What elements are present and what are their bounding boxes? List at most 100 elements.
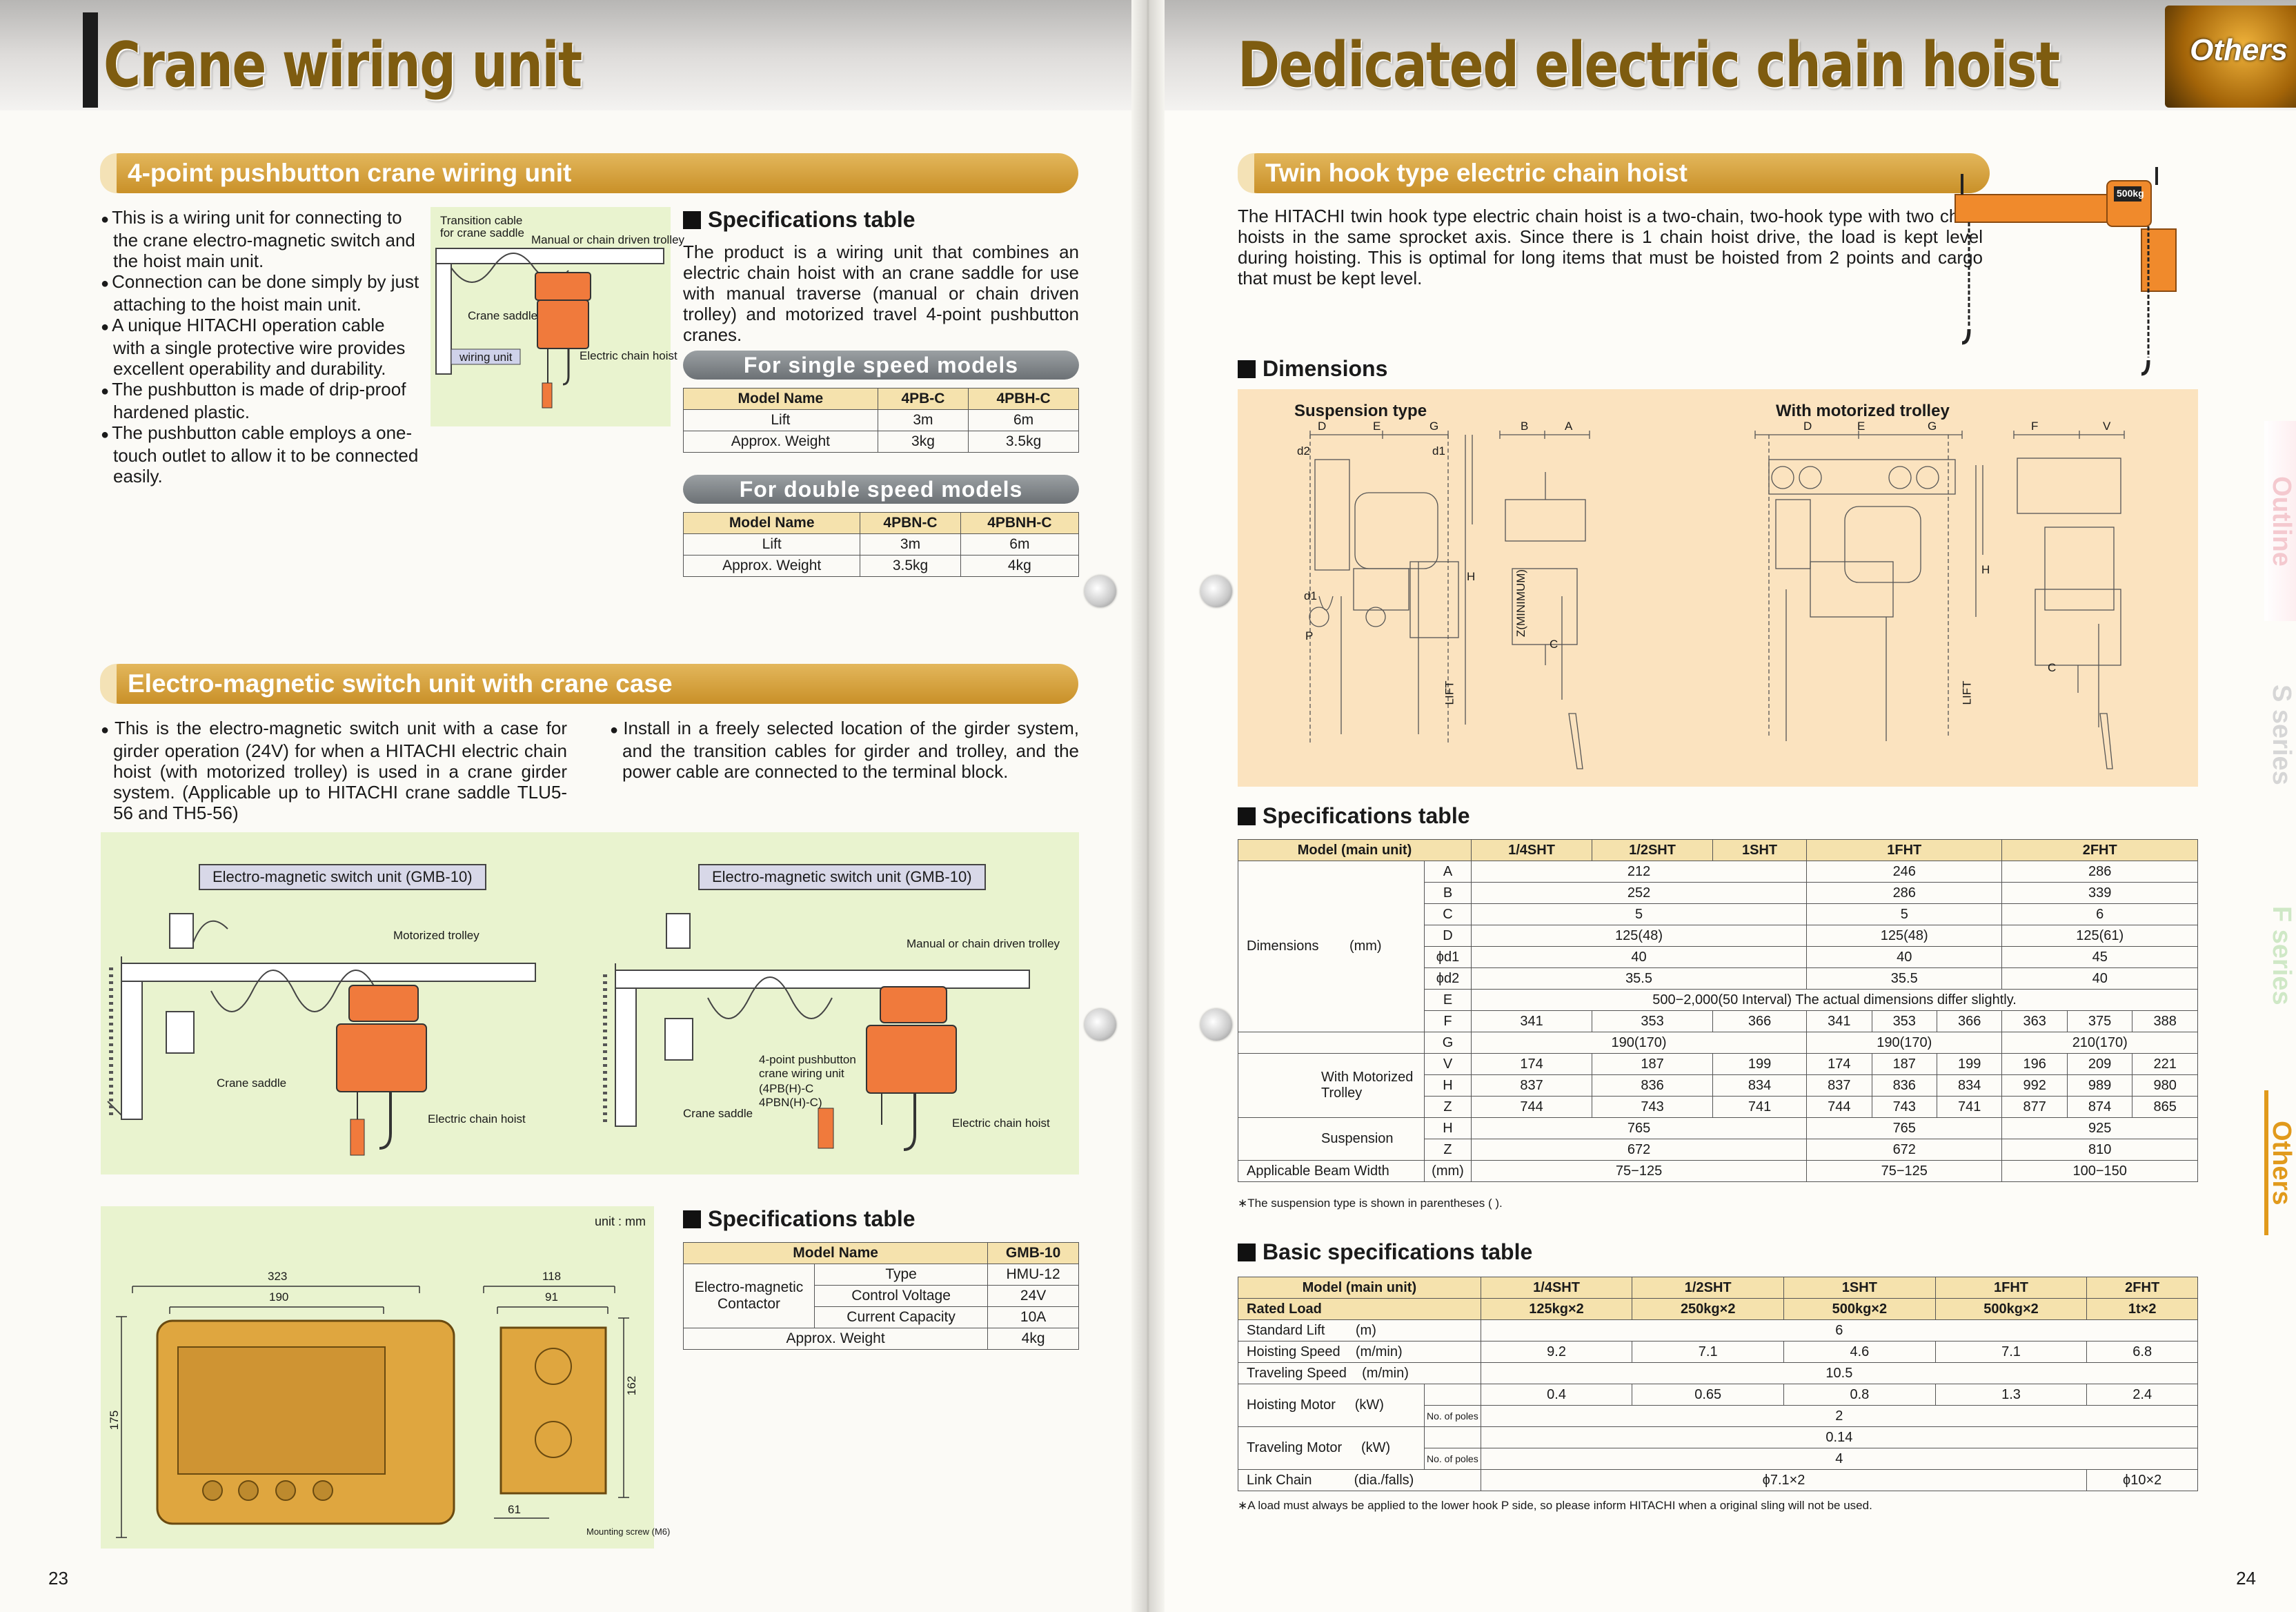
table-header-row: Model Name 4PBN-C 4PBNH-C <box>682 512 1080 534</box>
lift-label: Standard Lift <box>1247 1322 1325 1338</box>
table-cell: 743 <box>1592 1096 1714 1118</box>
dim-label-d2: d2 <box>1297 444 1310 458</box>
page-23: Crane wiring unit 4-point pushbutton cra… <box>0 0 1148 1612</box>
header-bar <box>83 12 98 108</box>
basic-spec-note: ∗A load must always be applied to the lo… <box>1238 1499 1872 1512</box>
table-cell: 3.5kg <box>968 431 1079 453</box>
link-chain-unit: (dia./falls) <box>1354 1472 1414 1488</box>
square-bullet-icon <box>1238 807 1256 825</box>
table-cell: 187 <box>1871 1053 1937 1075</box>
table-header: 1FHT <box>1934 1277 2088 1299</box>
table-cell: 744 <box>1470 1096 1593 1118</box>
table-cell: 836 <box>1592 1074 1714 1097</box>
table-row: Traveling Speed (m/min) 10.5 <box>1238 1362 2199 1384</box>
table-cell: F <box>1424 1010 1472 1032</box>
table-cell: H <box>1424 1117 1472 1139</box>
table-header: 500kg×2 <box>1934 1298 2088 1320</box>
kw-unit: (kW) <box>1361 1440 1391 1455</box>
bullet: This is the electro-magnetic switch unit… <box>101 718 567 823</box>
label-wiring-unit: wiring unit <box>459 351 513 364</box>
table-cell: 210(170) <box>2001 1032 2198 1054</box>
table-cell: 353 <box>1592 1010 1714 1032</box>
switch-unit-box-b: Electro-magnetic switch unit (GMB-10) <box>698 864 986 890</box>
trolley-row-label: With Motorized Trolley <box>1238 1053 1425 1118</box>
table-cell: 6.8 <box>2086 1341 2198 1363</box>
table-header: 2FHT <box>2086 1277 2198 1299</box>
bullet: A unique HITACHI operation cable with a … <box>101 315 421 379</box>
dim-162: 162 <box>625 1375 639 1396</box>
label-motorized-trolley: Motorized trolley <box>393 929 479 942</box>
binder-hole <box>1085 1009 1116 1041</box>
table-cell: C <box>1424 903 1472 925</box>
dim-label-G: G <box>1429 420 1439 433</box>
dim-label-V: V <box>2103 420 2111 433</box>
spec-heading-text: Specifications table <box>708 1206 916 1231</box>
table-cell: Approx. Weight <box>682 1328 989 1350</box>
table-cell: 40 <box>1806 946 2003 968</box>
table-cell: 7.1 <box>1632 1341 1785 1363</box>
table-header: Model Name <box>682 1242 989 1264</box>
table-row: Hoisting Speed (m/min) 9.2 7.1 4.6 7.1 6… <box>1238 1341 2198 1363</box>
table-row: Dimensions (mm) A 212 246 286 <box>1238 861 2198 1032</box>
table-cell: Standard Lift (m) <box>1238 1319 1481 1341</box>
hoist-speed-label: Hoisting Speed <box>1247 1344 1340 1359</box>
table-cell: 4kg <box>987 1328 1079 1350</box>
table-header: 1SHT <box>1712 839 1808 861</box>
table-cell: 286 <box>1806 882 2003 904</box>
table-cell: 339 <box>2001 882 2198 904</box>
hoist-speed-unit: (m/min) <box>1355 1344 1403 1359</box>
page-24: Dedicated electric chain hoist Others Tw… <box>1148 0 2296 1612</box>
diagram-motorized <box>107 913 536 1156</box>
switch-unit-bullet-right: Install in a freely selected location of… <box>610 718 1079 782</box>
table-cell <box>1424 1426 1481 1448</box>
table-cell: 4kg <box>960 555 1080 577</box>
dimensions-label: Dimensions <box>1247 938 1319 954</box>
table-cell: 366 <box>1712 1010 1808 1032</box>
dim-label-B: B <box>1521 420 1529 433</box>
table-cell: 190(170) <box>1470 1032 1808 1054</box>
table-header: Model (main unit) <box>1238 1277 1481 1299</box>
table-cell: 810 <box>2001 1139 2198 1161</box>
label-wiring-unit-3: (4PB(H)-C <box>759 1082 814 1095</box>
table-cell: 199 <box>1936 1053 2003 1075</box>
table-header: 1SHT <box>1783 1277 1936 1299</box>
table-row: E 500−2,000(50 Interval) The actual dime… <box>1238 989 2198 1011</box>
lift-unit: (m) <box>1355 1322 1376 1338</box>
dim-label-P: P <box>1305 629 1314 642</box>
table-row: Standard Lift (m) 6 <box>1238 1319 2199 1341</box>
table-cell: 6 <box>1480 1319 2199 1341</box>
table-cell: 6m <box>968 409 1079 431</box>
table-cell: 196 <box>2001 1053 2068 1075</box>
bullet: The pushbutton cable employs a one-touch… <box>101 422 421 486</box>
binder-hole <box>1085 576 1116 607</box>
dim-label-D-trolley: D <box>1803 420 1812 433</box>
table-cell: 199 <box>1712 1053 1808 1075</box>
table-cell: D <box>1424 925 1472 947</box>
table-cell: Approx. Weight <box>683 431 878 453</box>
table-cell: 9.2 <box>1480 1341 1633 1363</box>
dim-61: 61 <box>508 1503 521 1516</box>
table-cell <box>1238 1032 1425 1054</box>
table-header: 1/4SHT <box>1470 839 1593 861</box>
table-cell: Lift <box>683 409 878 431</box>
table-cell: 877 <box>2001 1096 2068 1118</box>
switch-unit-box-a: Electro-magnetic switch unit (GMB-10) <box>199 864 486 890</box>
dim-label-H-trolley: H <box>1981 563 1990 576</box>
bullet: This is a wiring unit for connecting to … <box>101 207 421 271</box>
table-header: Model (main unit) <box>1238 839 1472 861</box>
others-tab-label: Others <box>2190 33 2288 67</box>
page-title: Crane wiring unit <box>103 29 582 101</box>
table-header: 1FHT <box>1806 839 2003 861</box>
table-cell: 40 <box>1470 946 1808 968</box>
table-cell: ϕ10×2 <box>2086 1469 2198 1491</box>
label-manual-trolley: Manual or chain driven trolley <box>907 937 1060 950</box>
table-cell: E <box>1424 989 1472 1011</box>
dimensions-drawing: Suspension type With motorized trolley D… <box>1238 389 2198 787</box>
table-header-row: Model (main unit) 1/4SHT 1/2SHT 1SHT 1FH… <box>1238 839 2198 861</box>
table-cell: Hoisting Motor (kW) <box>1238 1384 1425 1427</box>
unit-label: unit : mm <box>595 1215 646 1228</box>
table-cell: H <box>1424 1074 1472 1097</box>
spec-heading-text: Specifications table <box>708 207 916 232</box>
table-cell: A <box>1424 861 1472 883</box>
